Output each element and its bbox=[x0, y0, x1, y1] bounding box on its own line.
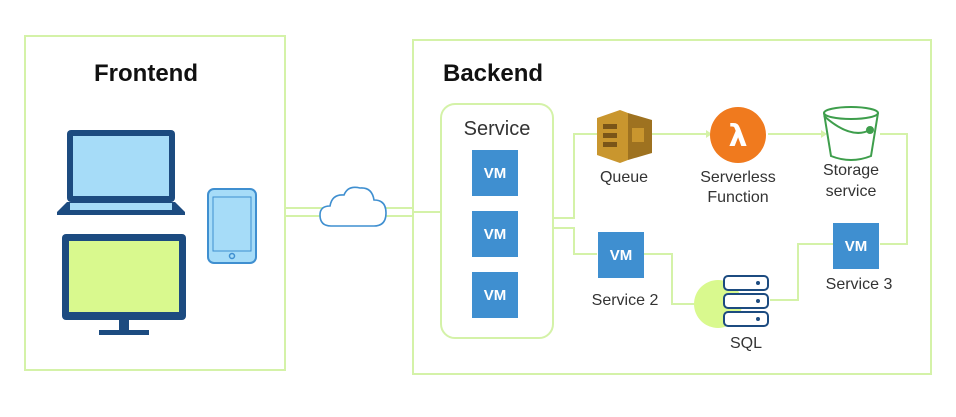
bucket-icon bbox=[823, 106, 879, 161]
arrow-head-serverless bbox=[706, 130, 712, 138]
monitor-icon bbox=[62, 234, 186, 335]
database-icon bbox=[694, 275, 769, 328]
serverless-label-line2: Function bbox=[707, 189, 769, 206]
frontend-title: Frontend bbox=[94, 60, 198, 87]
service2-vm-badge: VM bbox=[598, 232, 644, 278]
queue-label: Queue bbox=[599, 169, 649, 186]
service3-label: Service 3 bbox=[825, 276, 893, 293]
backend-title: Backend bbox=[443, 60, 544, 87]
backend-panel bbox=[412, 39, 932, 375]
storage-label-line2: service bbox=[825, 183, 877, 200]
connectors bbox=[285, 133, 908, 305]
sql-label: SQL bbox=[729, 335, 762, 352]
arrow-head-storage bbox=[821, 130, 827, 138]
lambda-icon: λ bbox=[710, 107, 766, 163]
vm-badge-3: VM bbox=[472, 272, 518, 318]
laptop-icon bbox=[57, 130, 185, 215]
vm-badge-1: VM bbox=[472, 150, 518, 196]
queue-icon bbox=[597, 110, 652, 163]
svg-text:λ: λ bbox=[729, 119, 748, 154]
service2-label: Service 2 bbox=[591, 292, 659, 309]
cloud-icon bbox=[319, 186, 387, 227]
service3-vm-badge: VM bbox=[833, 223, 879, 269]
service-group-box bbox=[440, 103, 554, 339]
phone-icon bbox=[207, 188, 257, 264]
service-group-label: Service bbox=[463, 118, 531, 140]
serverless-label-line1: Serverless bbox=[700, 169, 776, 186]
vm-badge-2: VM bbox=[472, 211, 518, 257]
storage-label-line1: Storage bbox=[822, 162, 880, 179]
frontend-panel bbox=[24, 35, 286, 371]
